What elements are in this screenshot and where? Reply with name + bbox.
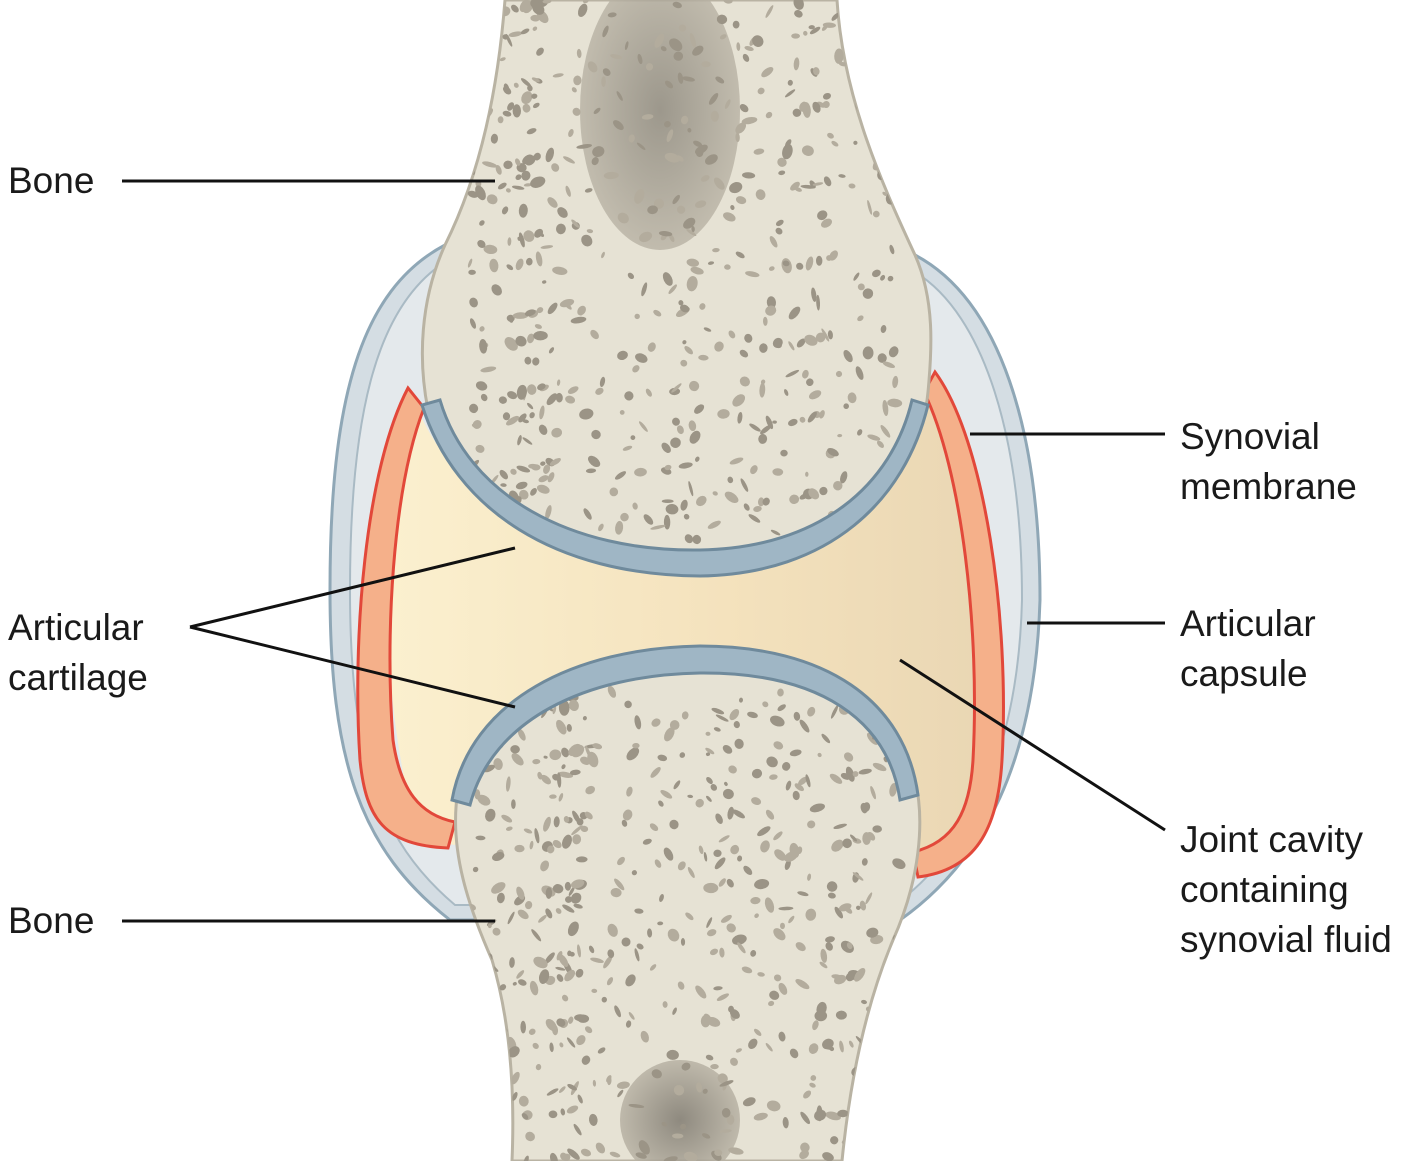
- label-synovial-membrane-line1: Synovial: [1180, 416, 1320, 457]
- leader-joint-cavity: [899, 658, 1166, 832]
- label-articular-capsule: Articular capsule: [1180, 599, 1316, 699]
- synovial-membrane-right: [911, 369, 1005, 879]
- label-articular-cartilage-line1: Articular: [8, 607, 144, 648]
- articular-cartilage-top: [420, 398, 930, 578]
- label-bone-bottom: Bone: [8, 896, 94, 946]
- joint-cavity: [387, 380, 999, 850]
- label-articular-capsule-line2: capsule: [1180, 653, 1308, 694]
- label-synovial-membrane-line2: membrane: [1180, 466, 1357, 507]
- label-bone-bottom-text: Bone: [8, 900, 95, 941]
- leader-cartilage-top: [189, 546, 516, 629]
- leader-lines: [122, 179, 1166, 923]
- label-articular-capsule-line1: Articular: [1180, 603, 1316, 644]
- upper-bone: [420, 0, 933, 578]
- label-joint-cavity-line2: containing: [1180, 869, 1349, 910]
- label-joint-cavity-line1: Joint cavity: [1180, 819, 1364, 860]
- label-articular-cartilage-line2: cartilage: [8, 657, 148, 698]
- label-synovial-membrane: Synovial membrane: [1180, 412, 1357, 512]
- label-bone-top: Bone: [8, 156, 94, 206]
- label-articular-cartilage: Articular cartilage: [8, 603, 148, 703]
- leader-cartilage-bottom: [189, 625, 516, 709]
- lower-bone: [450, 644, 922, 1161]
- label-joint-cavity: Joint cavity containing synovial fluid: [1180, 815, 1392, 965]
- label-joint-cavity-line3: synovial fluid: [1180, 919, 1392, 960]
- label-bone-top-text: Bone: [8, 160, 95, 201]
- articular-cartilage-bottom: [450, 644, 920, 807]
